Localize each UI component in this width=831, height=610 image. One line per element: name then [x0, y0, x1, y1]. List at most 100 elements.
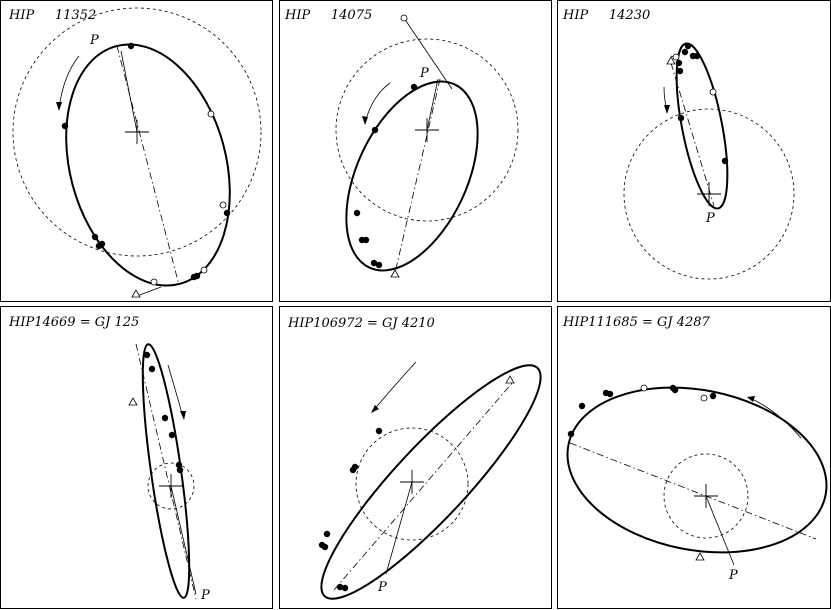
observation-point — [606, 390, 614, 398]
observation-point — [61, 122, 69, 130]
predicted-point — [150, 278, 158, 286]
orbit-diagram: HIP14669 = GJ 125 P — [8, 315, 210, 603]
observation-point — [175, 461, 183, 469]
node-marker — [505, 375, 515, 384]
node-marker — [131, 289, 141, 298]
orbit-ellipse — [566, 386, 828, 554]
predicted-point — [672, 53, 680, 61]
reference-circle — [335, 38, 519, 222]
observation-point — [161, 414, 169, 422]
predicted-point — [640, 384, 648, 392]
observation-point — [375, 427, 383, 435]
periastron-line — [120, 50, 138, 133]
orbit-ellipse — [65, 43, 231, 287]
orbit-panel-hip111685-gj4287: HIP111685 = GJ 4287 P — [557, 306, 831, 609]
panel-title: HIP 14075 — [284, 8, 372, 23]
observation-point — [689, 52, 697, 60]
periastron-label: P — [705, 211, 715, 226]
motion-arrow — [749, 397, 802, 439]
arrow-head — [371, 405, 379, 413]
arrow-head — [56, 102, 62, 111]
orbit-panel-hip-14230: HIP 14230 P — [557, 0, 831, 302]
periastron-line — [426, 78, 439, 131]
reference-circle — [663, 453, 749, 539]
observation-point — [176, 466, 184, 474]
periastron-line — [385, 481, 413, 575]
observation-point — [567, 430, 575, 438]
orbit-ellipse — [675, 42, 729, 210]
observation-point — [375, 261, 383, 269]
predicted-point — [400, 14, 408, 22]
observation-point — [578, 402, 586, 410]
observation-point — [148, 365, 156, 373]
periastron-line — [170, 485, 197, 595]
node-marker — [390, 269, 400, 278]
predicted-point — [219, 201, 227, 209]
periastron-label: P — [377, 580, 387, 595]
orbit-ellipse — [345, 80, 479, 272]
periastron-label: P — [200, 588, 210, 603]
periastron-label: P — [419, 66, 429, 81]
observation-point — [371, 126, 379, 134]
observation-point — [168, 431, 176, 439]
observation-point — [91, 233, 99, 241]
observation-point — [362, 236, 370, 244]
observation-point — [370, 259, 378, 267]
periastron-line — [705, 495, 735, 566]
observation-point — [190, 273, 198, 281]
orbit-ellipse — [320, 364, 542, 600]
node-line — [136, 286, 162, 297]
motion-arrow — [58, 55, 80, 110]
reference-circle — [12, 7, 262, 257]
arrow-head — [362, 116, 368, 125]
orbit-panel-hip-11352: HIP 11352 P — [0, 0, 273, 302]
orbit-diagram: HIP 14075 P — [284, 8, 519, 278]
observation-point — [671, 386, 679, 394]
observation-point — [677, 114, 685, 122]
motion-arrow — [364, 82, 391, 124]
predicted-point — [207, 110, 215, 118]
apsidal-line — [670, 62, 715, 207]
reference-circle — [623, 108, 795, 280]
orbit-diagram: HIP 11352 P — [8, 7, 262, 298]
observation-point — [143, 351, 151, 359]
panel-title: HIP 14230 — [562, 8, 650, 23]
observation-point — [721, 157, 729, 165]
node-marker — [695, 552, 705, 561]
observation-point — [323, 530, 331, 538]
orbit-panel-hip-14075: HIP 14075 P — [279, 0, 552, 302]
periastron-label: P — [728, 568, 738, 583]
observation-point — [349, 466, 357, 474]
orbit-diagram: HIP 14230 P — [562, 8, 795, 280]
arrow-head — [664, 105, 670, 114]
arrow-head — [747, 396, 755, 402]
panel-title: HIP111685 = GJ 4287 — [562, 315, 711, 330]
observation-point — [95, 242, 103, 250]
apsidal-line — [116, 45, 180, 286]
panel-title: HIP106972 = GJ 4210 — [287, 316, 435, 331]
reference-circle — [147, 462, 195, 510]
observation-point — [410, 83, 418, 91]
orbit-panel-hip14669-gj125: HIP14669 = GJ 125 P — [0, 306, 273, 609]
node-line — [403, 17, 453, 90]
arrow-head — [180, 411, 186, 420]
panel-title: HIP14669 = GJ 125 — [8, 315, 139, 330]
predicted-point — [709, 88, 717, 96]
observation-point — [223, 209, 231, 217]
observation-point — [709, 392, 717, 400]
observation-point — [321, 543, 329, 551]
node-marker — [128, 397, 138, 406]
panel-title: HIP 11352 — [8, 8, 96, 23]
observation-point — [681, 48, 689, 56]
observation-point — [353, 209, 361, 217]
observation-point — [675, 59, 683, 67]
predicted-point — [700, 394, 708, 402]
apsidal-line — [569, 442, 817, 540]
reference-circle — [355, 427, 469, 541]
periastron-label: P — [89, 33, 99, 48]
orbit-diagram: HIP106972 = GJ 4210 P — [287, 316, 542, 600]
motion-arrow — [372, 361, 417, 412]
observation-point — [127, 42, 135, 50]
orbit-panel-hip106972-gj4210: HIP106972 = GJ 4210 P — [279, 306, 552, 609]
node-marker — [666, 56, 676, 65]
